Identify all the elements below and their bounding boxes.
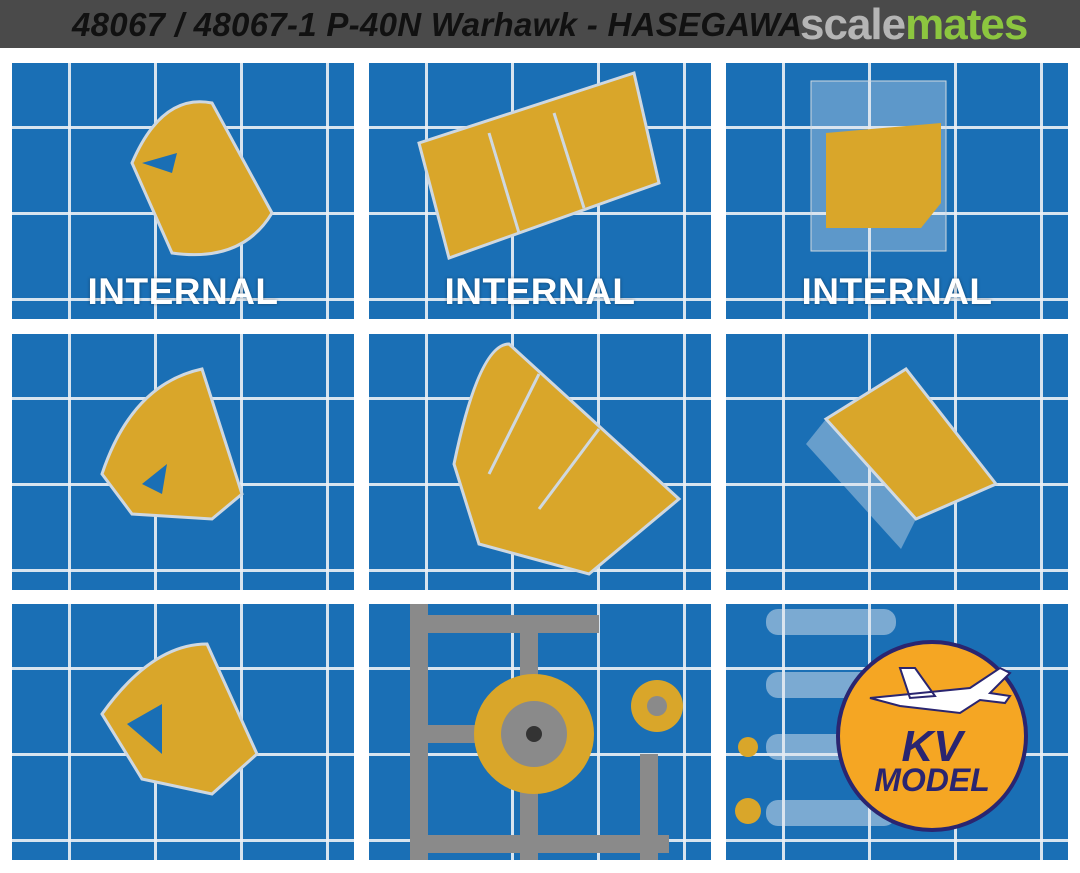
photo-panel-3: INTERNAL — [726, 63, 1068, 319]
photo-panel-2: INTERNAL — [369, 63, 711, 319]
internal-label: INTERNAL — [801, 271, 993, 312]
photo-panel-7 — [12, 604, 354, 860]
photo-panel-4 — [12, 334, 354, 590]
internal-label: INTERNAL — [444, 271, 636, 312]
internal-label: INTERNAL — [87, 271, 279, 312]
photo-panel-5 — [369, 334, 711, 590]
page-title: 48067 / 48067-1 P-40N Warhawk - HASEGAWA — [72, 6, 803, 43]
photo-panel-8 — [369, 604, 711, 860]
header-bar: 48067 / 48067-1 P-40N Warhawk - HASEGAWA… — [0, 0, 1080, 49]
logo-kv: KV — [901, 722, 963, 771]
watermark-logo: scalemates — [800, 0, 1028, 49]
logo-model: MODEL — [874, 762, 990, 798]
airplane-icon — [869, 666, 1012, 715]
photo-panel-6 — [726, 334, 1068, 590]
kv-model-logo: KV MODEL — [836, 640, 1028, 832]
photo-panel-1: INTERNAL — [12, 63, 354, 319]
